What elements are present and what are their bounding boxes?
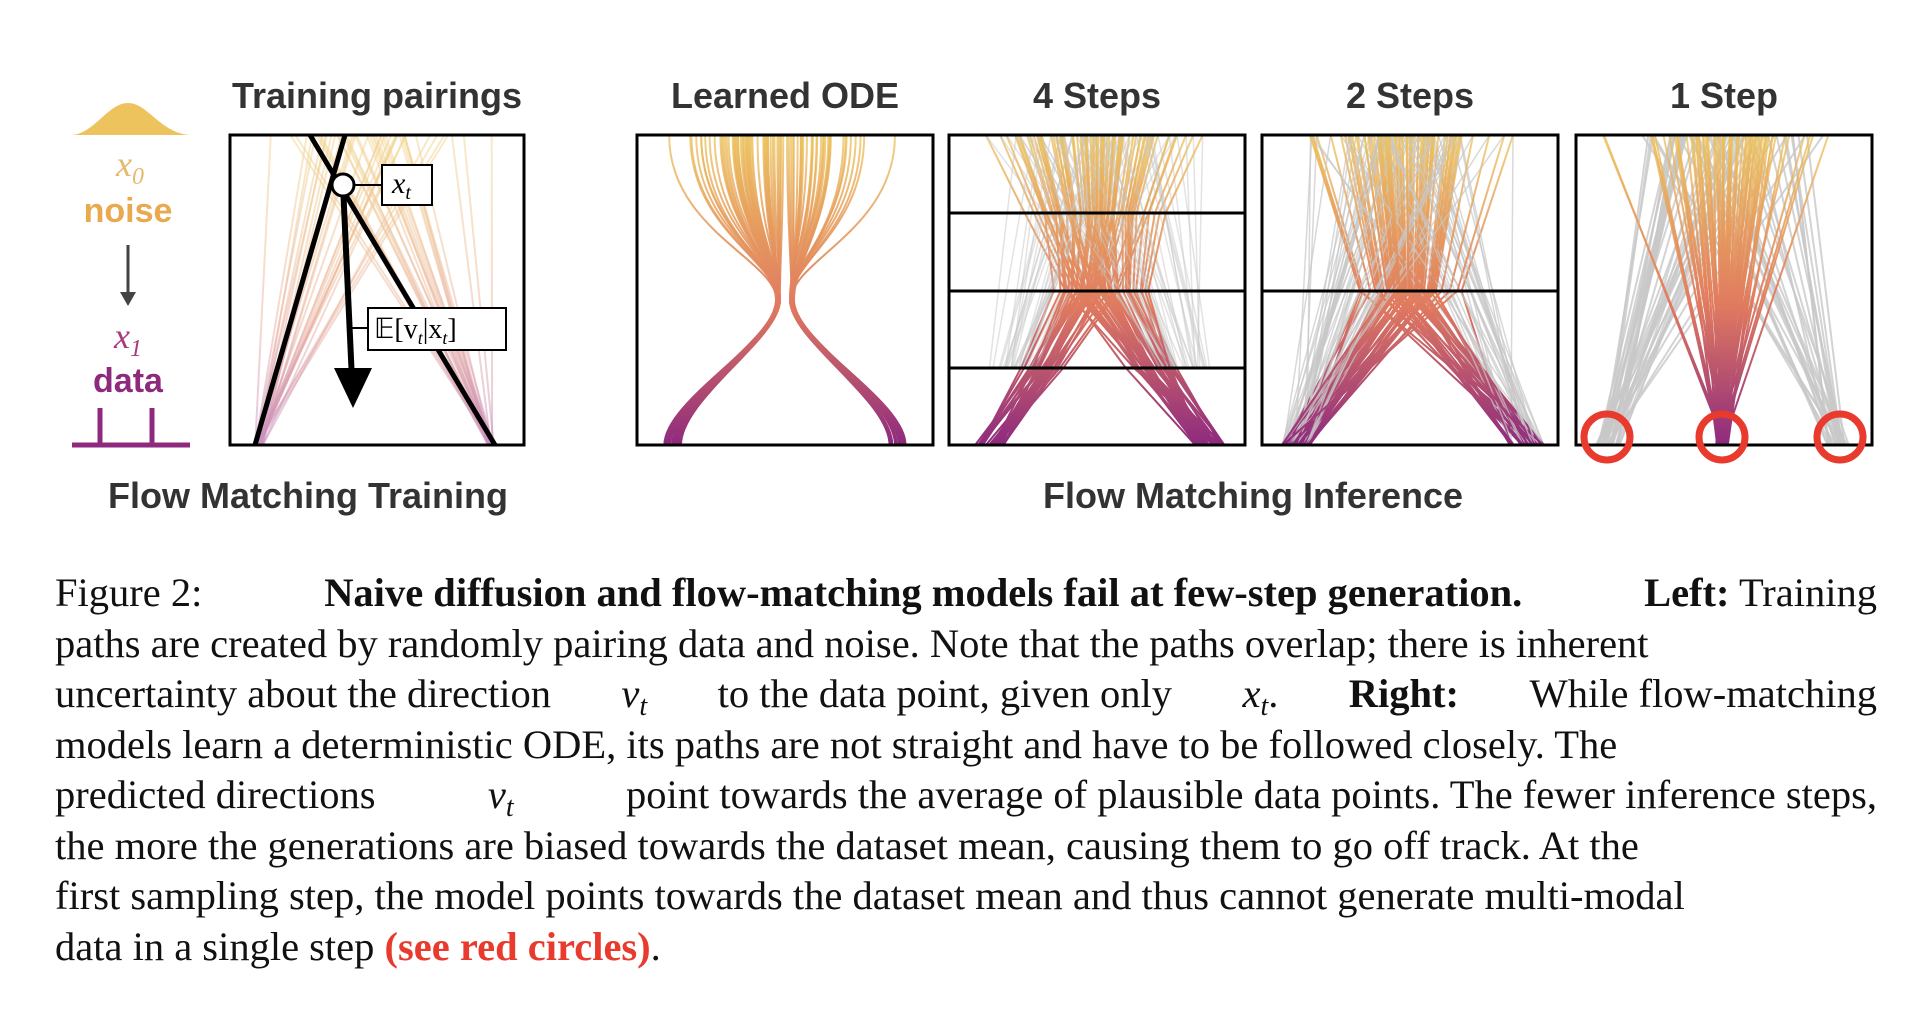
one-step-frame [1574, 133, 1874, 447]
learned-ode-paths [663, 135, 907, 445]
red-circle-left [1580, 410, 1634, 464]
xt-point [330, 172, 356, 198]
title-learned-ode: Learned ODE [671, 75, 899, 116]
arrowhead-icon [334, 368, 372, 408]
caption-line-4: models learn a deterministic ODE, its pa… [55, 721, 1618, 767]
training-frame [228, 133, 526, 447]
caption-line-6: the more the generations are biased towa… [55, 822, 1639, 868]
four-step-dividers [949, 211, 1245, 370]
expectation-box [367, 307, 507, 351]
figure-caption: Figure 2: Naive diffusion and flow-match… [55, 568, 1877, 972]
red-circles [1580, 410, 1867, 464]
red-circle-center [1695, 410, 1749, 464]
figure-panel: xt 𝔼[vt|xt] Training pairings Learned OD… [72, 75, 1874, 516]
caption-line-5: predicted directions vt point towards th… [55, 772, 1877, 823]
group-label-inference: Flow Matching Inference [1043, 475, 1463, 516]
caption-line-7: first sampling step, the model points to… [55, 873, 1685, 918]
training-overlay: xt 𝔼[vt|xt] [252, 133, 507, 447]
title-1-step: 1 Step [1670, 75, 1778, 116]
red-circle-right [1813, 410, 1867, 464]
x0-label: x0 [115, 144, 144, 190]
xt-label: xt [391, 167, 411, 204]
down-arrow-icon [120, 292, 136, 306]
caption-line-1: Figure 2: Naive diffusion and flow-match… [55, 570, 1877, 615]
one-step-paths [1594, 135, 1850, 445]
caption-line-2: paths are created by randomly pairing da… [55, 620, 1649, 666]
caption-line-3: uncertainty about the direction vt to th… [55, 671, 1877, 722]
figure-svg: xt 𝔼[vt|xt] Training pairings Learned OD… [72, 75, 1874, 516]
expected-velocity-arrow [340, 184, 355, 381]
x1-label: x1 [113, 316, 142, 362]
left-legend: x0 noise x1 data [72, 103, 190, 448]
xt-box [381, 164, 433, 206]
title-2-steps: 2 Steps [1346, 75, 1474, 116]
title-4-steps: 4 Steps [1033, 75, 1161, 116]
data-label: data [93, 362, 164, 400]
noise-distribution-icon [72, 103, 190, 135]
see-red-circles-text: (see red circles) [384, 923, 651, 969]
two-steps-frame [1260, 133, 1560, 447]
title-training: Training pairings [232, 75, 522, 116]
training-paths [254, 135, 496, 445]
group-label-training: Flow Matching Training [108, 475, 508, 516]
caption-line-8: data in a single step (see red circles). [55, 923, 661, 969]
data-distribution-icon [72, 408, 190, 448]
learned-ode-frame [635, 133, 935, 447]
four-steps-frame [947, 133, 1247, 447]
expectation-label: 𝔼[vt|xt] [374, 314, 457, 348]
noise-label: noise [84, 192, 173, 230]
